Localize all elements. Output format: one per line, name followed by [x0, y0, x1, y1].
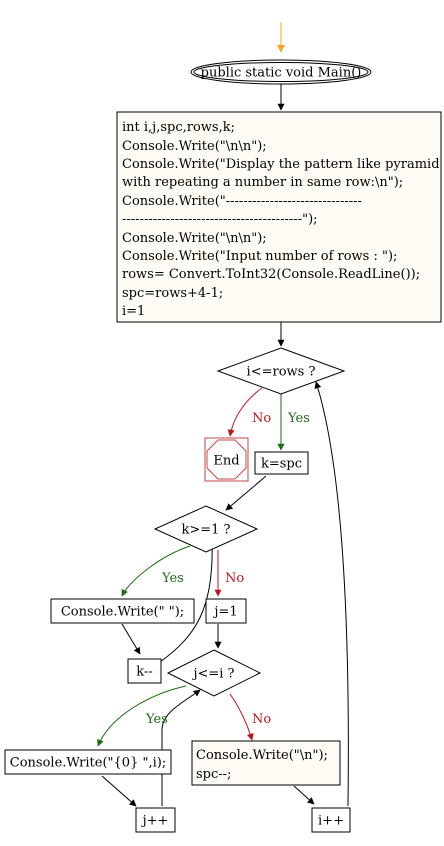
newline-line-2: spc--; [196, 767, 231, 782]
newline-process: Console.Write("\n"); spc--; [191, 740, 341, 786]
write-space-box [50, 598, 195, 624]
cond-k-label: k>=1 ? [181, 523, 230, 538]
write-num-label: Console.Write("{0} ",i); [10, 756, 166, 771]
j-assign-process: j=1 [205, 598, 247, 624]
edge-k-assign-to-cond-k [225, 475, 267, 511]
init-line-3: Console.Write("Display the pattern like … [122, 157, 440, 172]
k-assign-box [254, 451, 309, 475]
k-assign-label: k=spc [261, 457, 302, 472]
cond-j-decision: j<=i ? [166, 649, 262, 697]
edge-newline-to-i-inc [293, 785, 315, 805]
j-increment-process: j++ [135, 807, 176, 833]
write-num-box [4, 749, 172, 775]
cond-j-no-label: No [252, 712, 271, 727]
cond-outer-diamond [216, 347, 346, 395]
start-ellipse-inner [193, 62, 369, 82]
start-node: public static void Main() [190, 59, 372, 85]
edge-cond-outer-no [227, 387, 263, 437]
j-increment-label: j++ [141, 814, 169, 829]
cond-outer-no-label: No [252, 411, 271, 426]
k-decrement-process: k-- [127, 658, 162, 684]
edge-cond-j-yes [97, 685, 187, 747]
init-line-6: ----------------------------------------… [122, 212, 318, 227]
cond-outer-label: i<=rows ? [247, 365, 316, 380]
end-node: End [204, 437, 249, 482]
cond-j-diamond [166, 649, 262, 697]
end-label: End [213, 454, 239, 469]
k-decrement-box [127, 658, 162, 684]
init-line-5: Console.Write("-------------------------… [122, 194, 362, 209]
k-assign-process: k=spc [254, 451, 309, 475]
cond-k-no-label: No [225, 571, 244, 586]
edge-j-inc-loop-back [161, 689, 201, 806]
edge-cond-k-yes [121, 545, 191, 597]
cond-j-yes-label: Yes [145, 712, 168, 727]
write-space-process: Console.Write(" "); [50, 598, 195, 624]
edge-labels: Yes No Yes No Yes No [145, 411, 310, 727]
init-line-11: i=1 [122, 304, 145, 319]
cond-outer-yes-label: Yes [287, 411, 310, 426]
cond-j-label: j<=i ? [191, 667, 234, 682]
init-line-1: int i,j,spc,rows,k; [122, 120, 235, 135]
edge-write-space-to-k-dec [121, 623, 141, 655]
write-space-label: Console.Write(" "); [61, 605, 184, 620]
j-assign-box [205, 598, 247, 624]
init-line-9: rows= Convert.ToInt32(Console.ReadLine()… [122, 267, 420, 282]
init-line-2: Console.Write("\n\n"); [122, 139, 267, 154]
i-increment-label: i++ [318, 814, 344, 829]
cond-k-decision: k>=1 ? [153, 505, 259, 553]
init-line-8: Console.Write("Input number of rows : ")… [122, 249, 397, 264]
init-line-10: spc=rows+4-1; [122, 286, 223, 301]
edge-cond-j-no [229, 693, 254, 741]
end-octagon [206, 439, 247, 480]
edge-k-dec-loop-back [159, 541, 216, 663]
edge-write-num-to-j-inc [101, 775, 137, 807]
newline-line-1: Console.Write("\n"); [196, 748, 328, 763]
i-increment-process: i++ [311, 807, 351, 833]
edge-i-inc-loop-back [314, 381, 349, 807]
init-process: int i,j,spc,rows,k; Console.Write("\n\n"… [116, 111, 442, 323]
init-line-4: with repeating a number in same row:\n")… [122, 175, 403, 190]
init-box [116, 111, 442, 323]
start-ellipse [190, 59, 372, 85]
i-increment-box [311, 807, 351, 833]
init-line-7: Console.Write("\n\n"); [122, 231, 267, 246]
j-increment-box [135, 807, 176, 833]
k-decrement-label: k-- [136, 665, 152, 680]
edges [97, 22, 349, 807]
cond-outer-decision: i<=rows ? [216, 347, 346, 395]
start-label: public static void Main() [201, 66, 362, 81]
cond-k-diamond [153, 505, 259, 553]
write-num-process: Console.Write("{0} ",i); [4, 749, 172, 775]
newline-box [191, 740, 341, 786]
cond-k-yes-label: Yes [161, 571, 184, 586]
j-assign-label: j=1 [212, 605, 237, 620]
